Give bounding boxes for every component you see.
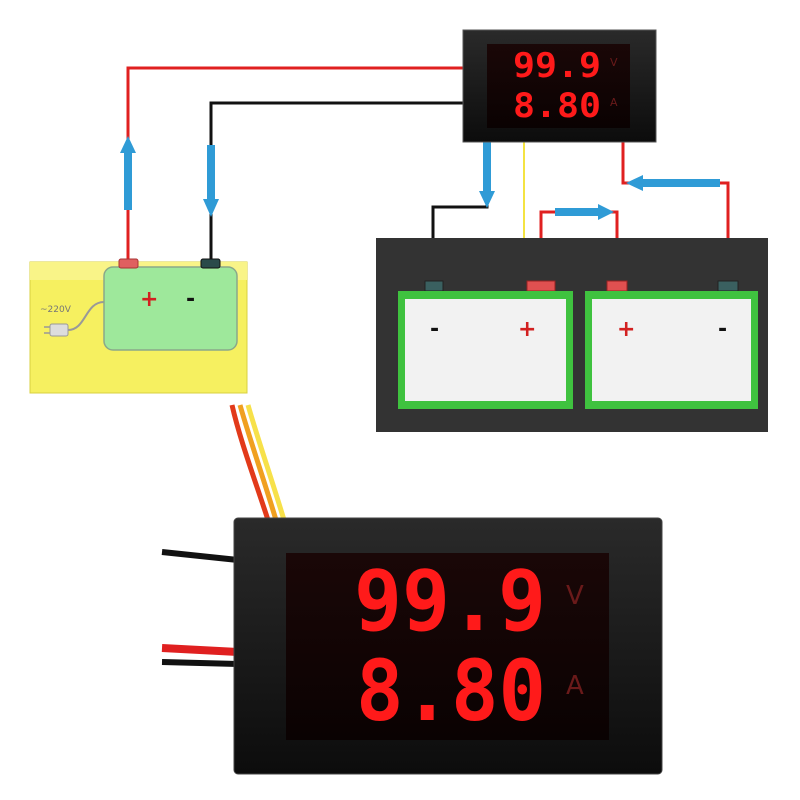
meter-large-voltage-readout: 99.9	[354, 552, 546, 650]
current-arrows	[120, 136, 720, 220]
supply-negative-terminal	[200, 258, 221, 269]
supply-plus-sign: +	[140, 287, 158, 312]
battery-1-face	[405, 299, 566, 401]
supply-minus-sign: -	[186, 287, 195, 312]
battery-2-minus-sign: -	[718, 317, 727, 342]
black-lead	[161, 549, 239, 563]
battery-2-plus-sign: +	[617, 317, 635, 342]
meter-large-voltage-unit: V	[566, 581, 584, 611]
meter-small: 99.9 V 8.80 A	[462, 29, 657, 143]
battery-2-terminal-positive	[606, 280, 628, 292]
yellow-lead	[245, 404, 287, 521]
supply-positive-terminal	[118, 258, 139, 269]
red-lead	[229, 404, 271, 521]
battery-1-terminal-positive	[526, 280, 556, 292]
ac-voltage-label: ~220V	[40, 305, 72, 315]
power-supply: ~220V + -	[29, 258, 248, 394]
large-meter-wires	[161, 404, 287, 667]
battery-1: - +	[398, 280, 573, 409]
meter-large-current-unit: A	[566, 671, 584, 701]
battery-2: + -	[585, 280, 758, 409]
meter-large-screen	[286, 553, 609, 740]
black-power-lead	[161, 659, 239, 667]
battery-2-terminal-negative	[717, 280, 739, 292]
battery-2-face	[592, 299, 751, 401]
battery-1-terminal-negative	[424, 280, 444, 292]
arrow-right-icon	[555, 204, 614, 220]
red-power-lead	[161, 644, 239, 656]
battery-1-minus-sign: -	[430, 317, 439, 342]
ac-cord	[67, 301, 105, 331]
meter-small-voltage-readout: 99.9	[513, 46, 601, 86]
arrow-down-icon	[479, 142, 495, 208]
meter-large: 99.9 V 8.80 A	[233, 517, 663, 775]
red-wire-supply-to-meter	[126, 66, 464, 262]
orange-lead	[237, 404, 279, 521]
battery-tray: - + + -	[376, 238, 768, 432]
supply-body	[103, 266, 238, 351]
ac-plug-icon	[49, 323, 69, 337]
arrow-up-icon	[120, 136, 136, 210]
meter-large-current-readout: 8.80	[356, 642, 546, 740]
meter-small-screen	[487, 44, 630, 128]
meter-small-voltage-unit: V	[610, 56, 618, 69]
arrow-left-icon	[626, 175, 720, 191]
meter-small-current-readout: 8.80	[513, 86, 601, 126]
battery-1-plus-sign: +	[518, 317, 536, 342]
arrow-down-icon	[203, 145, 219, 217]
meter-small-current-unit: A	[610, 96, 618, 109]
